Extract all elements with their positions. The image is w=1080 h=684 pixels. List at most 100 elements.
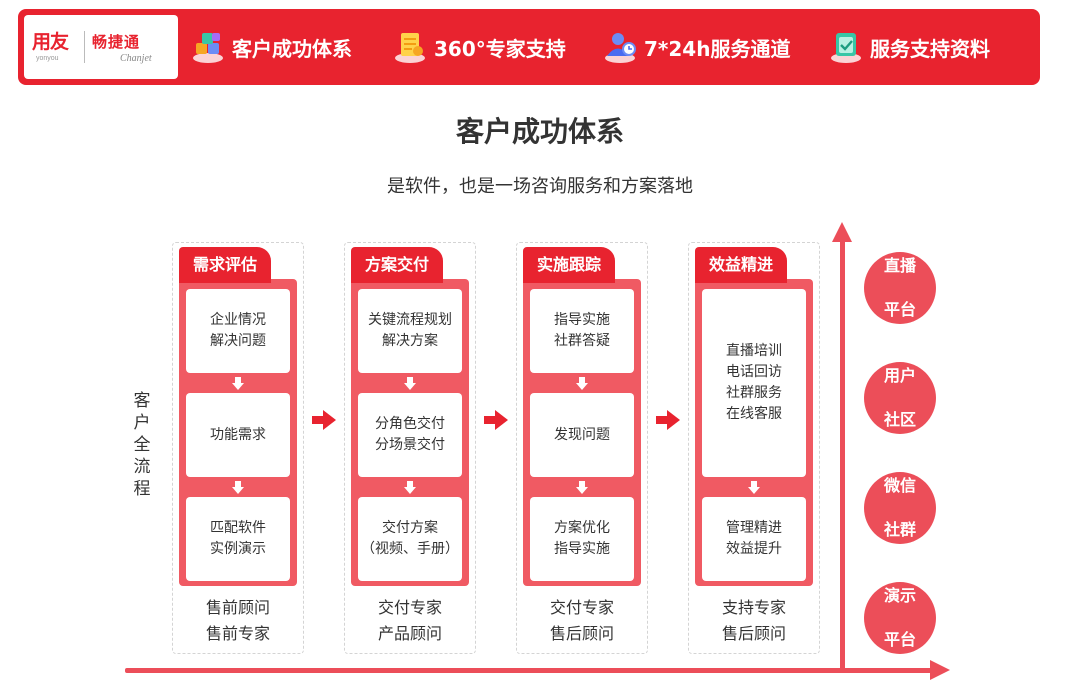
role-line: 支持专家 <box>721 598 786 617</box>
card-line: 直播培训 <box>726 343 782 359</box>
card-line: 指导实施 <box>554 312 610 328</box>
role-line: 售前专家 <box>205 624 270 643</box>
stage-roles: 售前顾问 售前专家 <box>173 595 303 647</box>
card-line: 解决问题 <box>210 333 266 349</box>
side-label-char: 全 <box>133 435 151 455</box>
card-line: 管理精进 <box>726 520 782 536</box>
stage-card[interactable]: 功能需求 <box>186 393 290 477</box>
platform-live[interactable]: 直播平台 <box>864 252 936 324</box>
nav-item-service-channel[interactable]: 7*24h服务通道 <box>602 9 790 85</box>
platform-line: 用户 <box>883 366 916 385</box>
nav-item-customer-success[interactable]: 客户成功体系 <box>190 9 352 85</box>
stage-card[interactable]: 企业情况解决问题 <box>186 289 290 373</box>
stage-column-requirement-assessment: 企业情况解决问题 功能需求 匹配软件实例演示 需求评估 售前顾问 售前专家 <box>172 242 304 654</box>
card-line: 关键流程规划 <box>368 312 452 328</box>
stage-card[interactable]: 直播培训 电话回访 社群服务 在线客服 <box>702 289 806 477</box>
arrow-down-icon <box>576 481 588 495</box>
stage-card[interactable]: 方案优化指导实施 <box>530 497 634 581</box>
user-clock-icon <box>605 33 636 63</box>
card-line: 解决方案 <box>382 333 438 349</box>
platform-line: 平台 <box>883 300 916 319</box>
platform-demo[interactable]: 演示平台 <box>864 582 936 654</box>
stage-panel: 企业情况解决问题 功能需求 匹配软件实例演示 <box>179 279 297 586</box>
stage-column-solution-delivery: 关键流程规划解决方案 分角色交付分场景交付 交付方案 （视频、手册） 方案交付 交… <box>344 242 476 654</box>
arrow-down-icon <box>232 481 244 495</box>
stage-roles: 交付专家 售后顾问 <box>517 595 647 647</box>
arrow-right-icon <box>484 410 508 430</box>
stage-tab[interactable]: 效益精进 <box>695 247 788 283</box>
card-line: 在线客服 <box>726 406 782 422</box>
arrow-right-icon <box>312 410 336 430</box>
horizontal-axis <box>125 668 945 673</box>
top-nav-bar: 用友 yonyou 畅捷通 Chanjet 客户成功体系 360°专家支持 <box>18 9 1040 85</box>
chanjet-logo-text: 畅捷通 <box>92 33 141 51</box>
side-label-char: 客 <box>133 391 151 411</box>
stage-panel: 直播培训 电话回访 社群服务 在线客服 管理精进效益提升 <box>695 279 813 586</box>
stage-card[interactable]: 匹配软件实例演示 <box>186 497 290 581</box>
side-label-char: 程 <box>133 479 151 499</box>
stage-card[interactable]: 交付方案 （视频、手册） <box>358 497 462 581</box>
card-line: 交付方案 <box>382 520 438 536</box>
card-line: 发现问题 <box>554 426 610 443</box>
card-line: （视频、手册） <box>361 541 459 557</box>
card-line: 匹配软件 <box>210 520 266 536</box>
arrow-down-icon <box>576 377 588 391</box>
card-line: 功能需求 <box>210 426 266 443</box>
stage-card[interactable]: 指导实施社群答疑 <box>530 289 634 373</box>
vertical-axis <box>840 240 845 670</box>
document-icon <box>395 33 425 63</box>
chanjet-logo-subtext: Chanjet <box>120 53 152 64</box>
card-line: 社群服务 <box>726 385 782 401</box>
yonyou-logo-text: 用友 <box>32 31 69 53</box>
platform-line: 平台 <box>883 630 916 649</box>
platform-community[interactable]: 用户社区 <box>864 362 936 434</box>
role-line: 售前顾问 <box>205 598 270 617</box>
platform-line: 微信 <box>883 476 916 495</box>
vertical-axis-arrow-icon <box>832 222 852 242</box>
brand-logo[interactable]: 用友 yonyou 畅捷通 Chanjet <box>24 15 178 79</box>
card-line: 企业情况 <box>210 312 266 328</box>
arrow-right-icon <box>656 410 680 430</box>
side-label-char: 流 <box>133 457 151 477</box>
role-line: 产品顾问 <box>377 624 442 643</box>
customer-full-process-label: 客 户 全 流 程 <box>131 390 153 500</box>
nav-item-expert-support[interactable]: 360°专家支持 <box>392 9 566 85</box>
arrow-down-icon <box>404 481 416 495</box>
role-line: 售后顾问 <box>721 624 786 643</box>
platform-line: 演示 <box>883 586 916 605</box>
platform-line: 社区 <box>883 410 916 429</box>
card-line: 分场景交付 <box>375 437 445 453</box>
stage-roles: 支持专家 售后顾问 <box>689 595 819 647</box>
nav-label: 360°专家支持 <box>434 36 566 61</box>
role-line: 交付专家 <box>377 598 442 617</box>
stage-card[interactable]: 关键流程规划解决方案 <box>358 289 462 373</box>
nav-item-support-materials[interactable]: 服务支持资料 <box>828 9 990 85</box>
arrow-down-icon <box>232 377 244 391</box>
stage-panel: 关键流程规划解决方案 分角色交付分场景交付 交付方案 （视频、手册） <box>351 279 469 586</box>
card-line: 电话回访 <box>726 364 782 380</box>
logo-divider <box>84 31 85 63</box>
card-line: 社群答疑 <box>554 333 610 349</box>
platform-line: 直播 <box>883 256 916 275</box>
stage-card[interactable]: 管理精进效益提升 <box>702 497 806 581</box>
nav-label: 7*24h服务通道 <box>644 36 791 61</box>
stage-card[interactable]: 发现问题 <box>530 393 634 477</box>
nav-label: 服务支持资料 <box>870 36 990 61</box>
role-line: 售后顾问 <box>549 624 614 643</box>
card-line: 效益提升 <box>726 541 782 557</box>
stage-tab[interactable]: 需求评估 <box>179 247 272 283</box>
platform-wechat-group[interactable]: 微信社群 <box>864 472 936 544</box>
stage-card[interactable]: 分角色交付分场景交付 <box>358 393 462 477</box>
card-line: 指导实施 <box>554 541 610 557</box>
stage-tab[interactable]: 实施跟踪 <box>523 247 616 283</box>
stage-tab[interactable]: 方案交付 <box>351 247 444 283</box>
clipboard-icon <box>831 33 861 63</box>
arrow-down-icon <box>404 377 416 391</box>
side-label-char: 户 <box>133 413 151 433</box>
page-title: 客户成功体系 <box>455 115 624 148</box>
stage-panel: 指导实施社群答疑 发现问题 方案优化指导实施 <box>523 279 641 586</box>
page-subtitle: 是软件，也是一场咨询服务和方案落地 <box>387 176 693 197</box>
yonyou-logo-subtext: yonyou <box>36 55 59 62</box>
card-line: 方案优化 <box>554 520 610 536</box>
stage-column-implementation-tracking: 指导实施社群答疑 发现问题 方案优化指导实施 实施跟踪 交付专家 售后顾问 <box>516 242 648 654</box>
